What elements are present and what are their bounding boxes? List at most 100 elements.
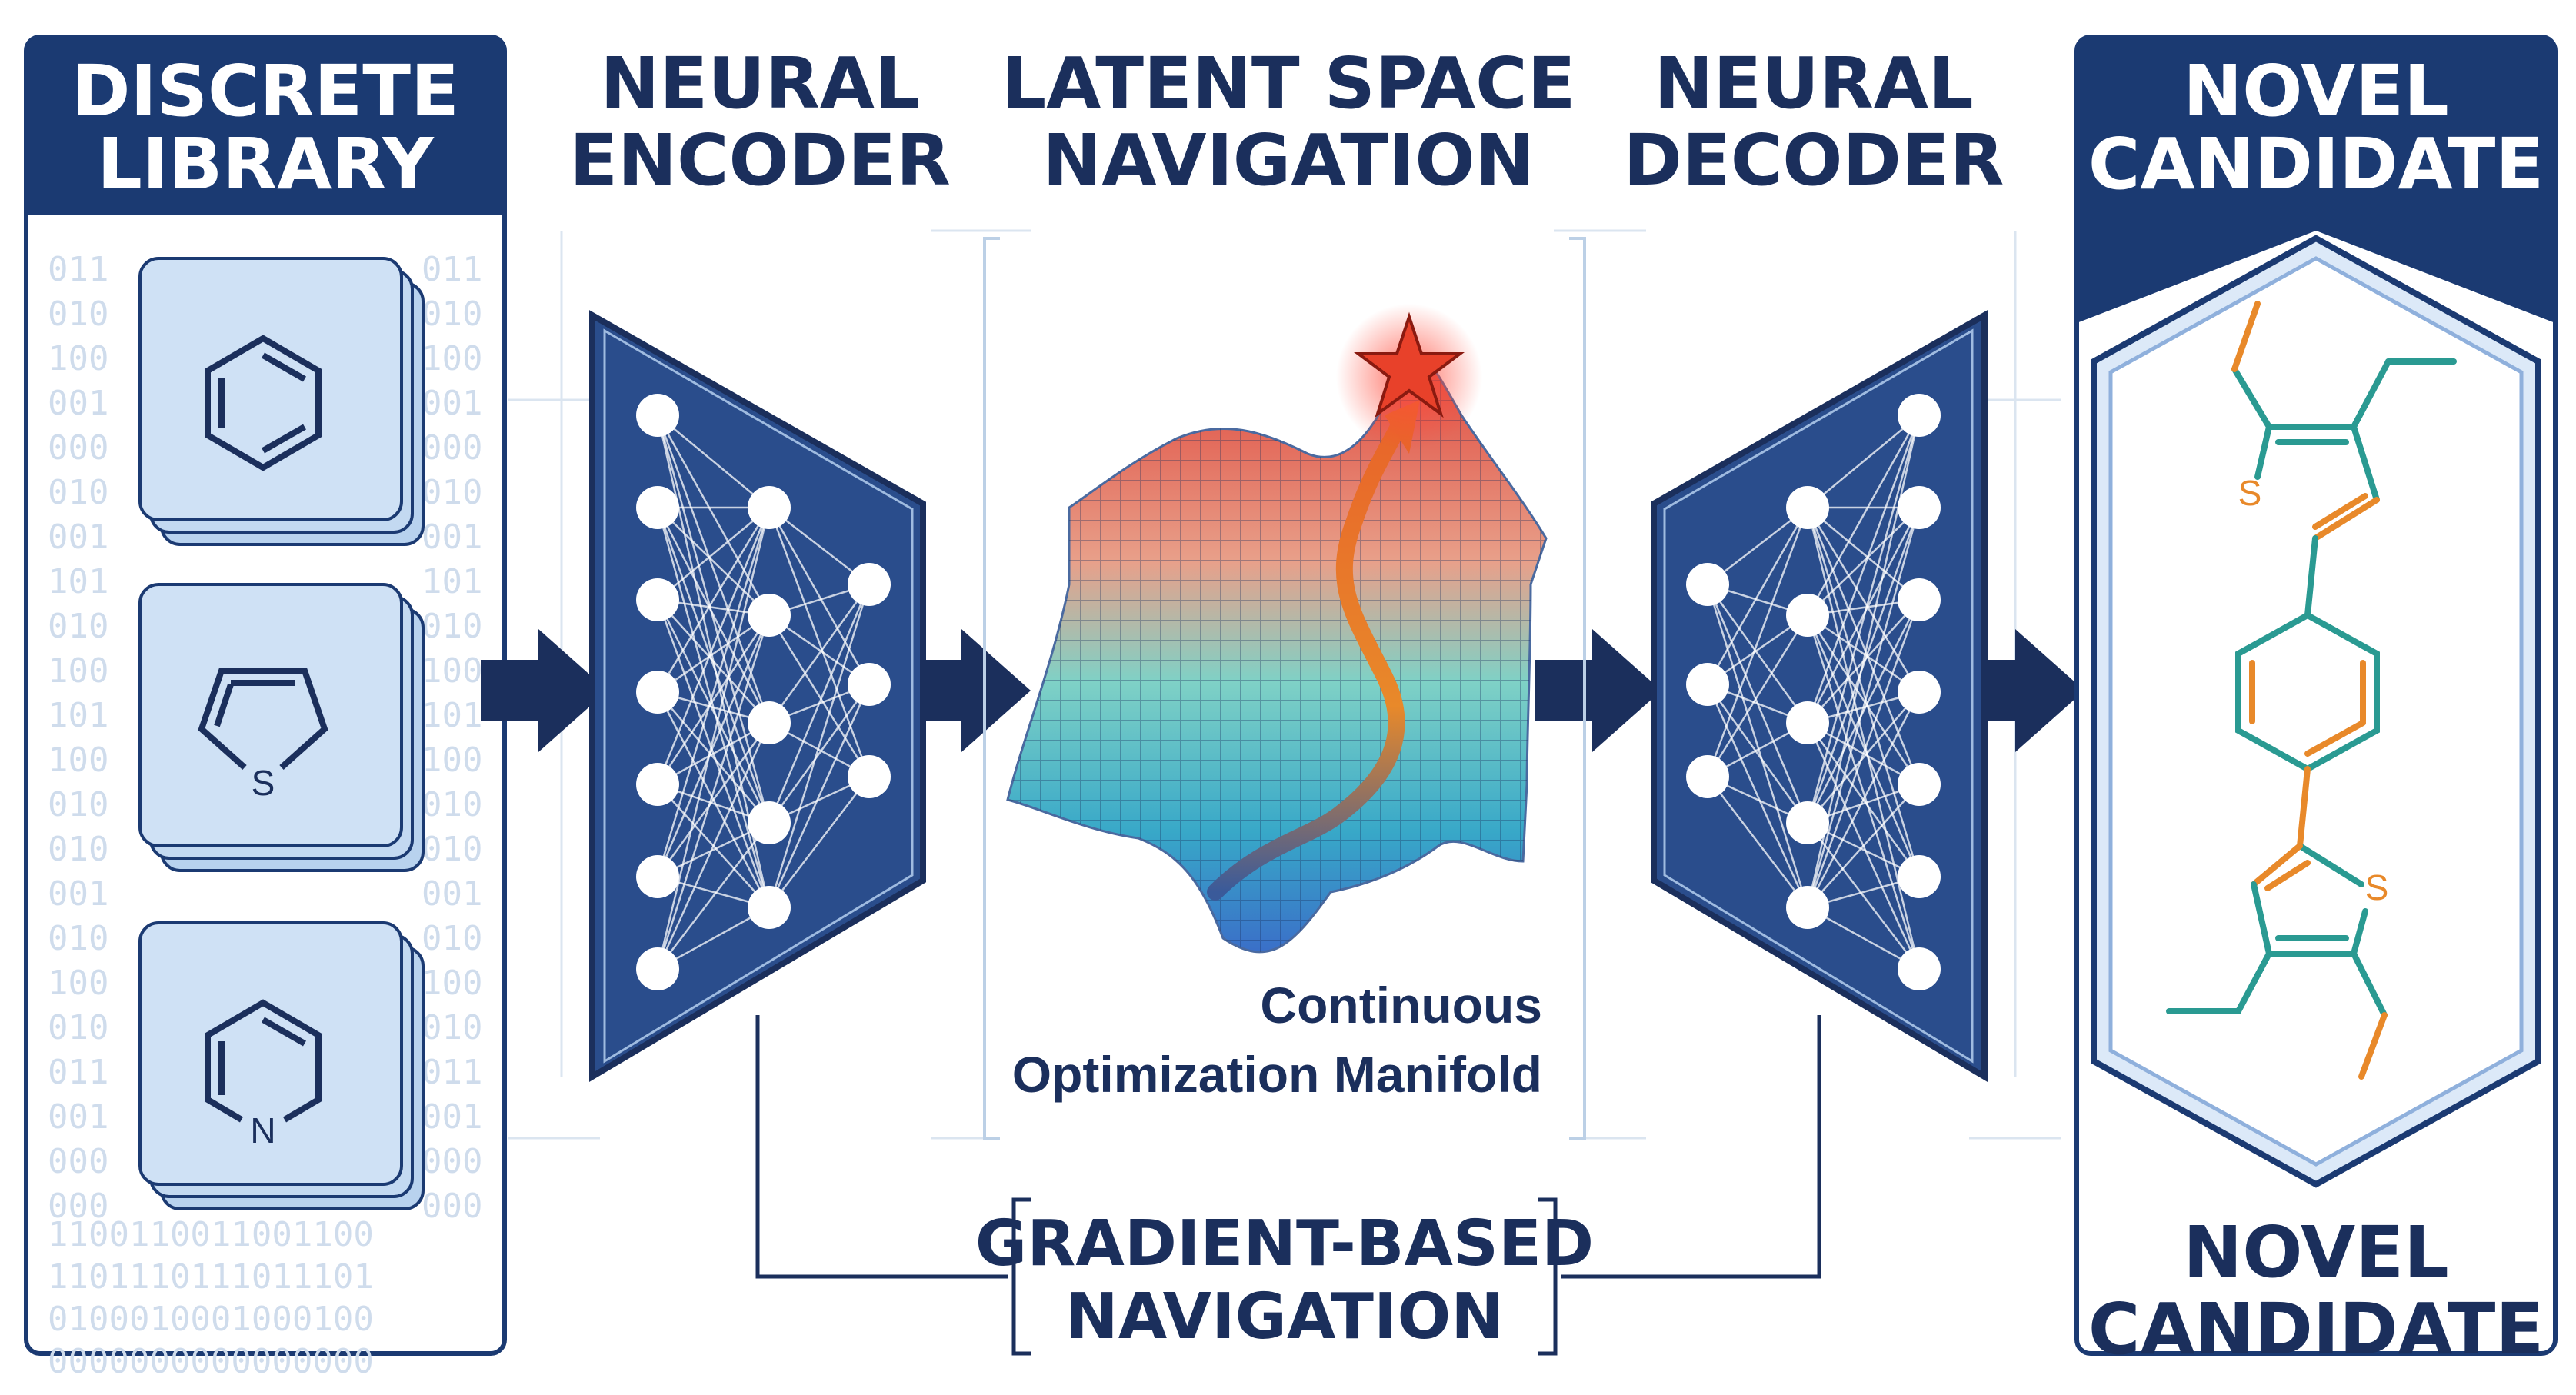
neuron-node (636, 578, 679, 621)
manifold-caption-line1: Continuous (1260, 977, 1542, 1034)
decoder-title-line1: NEURAL (1654, 42, 1973, 125)
pyridine-icon (205, 999, 322, 1123)
binary-digits-right: 010 (422, 785, 482, 824)
candidate-panel: NOVEL CANDIDATE (2074, 35, 2558, 1370)
neuron-node (1686, 563, 1729, 606)
candidate-header-bar (2077, 37, 2555, 323)
neuron-node (1686, 663, 1729, 706)
neuron-node (1898, 763, 1941, 806)
arrow-latent-to-decoder-icon (1535, 629, 1661, 752)
encoder-title-line2: ENCODER (569, 119, 951, 201)
binary-digits-right: 010 (422, 607, 482, 646)
binary-digits-right: 010 (422, 1008, 482, 1047)
neuron-node (1686, 755, 1729, 798)
neuron-node (1786, 594, 1829, 637)
neuron-node (748, 701, 791, 744)
binary-digits-left: 000 (48, 428, 108, 468)
binary-digits-left: 011 (48, 1053, 108, 1092)
latent-section: LATENT SPACE NAVIGATION Continuous Optim… (983, 42, 1586, 1140)
binary-digits-right: 100 (422, 651, 482, 691)
binary-digits-right: 011 (422, 250, 482, 289)
binary-digits-bottom: 0100010001000100 (48, 1300, 374, 1339)
binary-digits-left: 100 (48, 339, 108, 378)
binary-digits-left: 101 (48, 562, 108, 601)
neuron-node (636, 486, 679, 529)
manifold-caption-line2: Optimization Manifold (1012, 1046, 1542, 1103)
pyridine-nitrogen-label: N (250, 1110, 275, 1150)
neuron-node (848, 663, 891, 706)
candidate-molecule (2166, 301, 2457, 1080)
binary-digits-left: 000 (48, 1142, 108, 1181)
latent-title-line2: NAVIGATION (1042, 119, 1534, 201)
benzene-icon (205, 335, 322, 471)
binary-digits-right: 011 (422, 1053, 482, 1092)
neuron-node (748, 594, 791, 637)
binary-digits-bottom: 1100110011001100 (48, 1215, 374, 1254)
binary-digits-left: 001 (48, 518, 108, 557)
binary-digits-right: 010 (422, 473, 482, 512)
neuron-node (636, 671, 679, 714)
thiophene-sulfur-label: S (252, 763, 275, 803)
binary-digits-left: 010 (48, 473, 108, 512)
library-panel: DISCRETE LIBRARY 011 010 100 001 000 010 001 10… (24, 35, 507, 1381)
binary-digits-left: 001 (48, 874, 108, 914)
latent-title-line1: LATENT SPACE (1001, 42, 1576, 125)
binary-digits-left: 100 (48, 741, 108, 780)
neuron-node (1898, 671, 1941, 714)
binary-digits-right: 100 (422, 964, 482, 1003)
thiophene-icon (198, 668, 328, 770)
neuron-node (748, 801, 791, 844)
library-title-line1: DISCRETE (72, 50, 459, 132)
binary-digits-right: 001 (422, 1097, 482, 1137)
binary-digits-right: 001 (422, 518, 482, 557)
neuron-node (1786, 701, 1829, 744)
binary-digits-left: 010 (48, 1008, 108, 1047)
feedback-loop: GRADIENT-BASED NAVIGATION (755, 1015, 1821, 1356)
neuron-node (1786, 486, 1829, 529)
binary-digits-bottom: 0000000000000000 (48, 1342, 374, 1381)
library-title-line2: LIBRARY (97, 123, 435, 205)
candidate-title-line1: NOVEL (2183, 50, 2448, 132)
binary-digits-bottom: 1101110111011101 (48, 1257, 374, 1297)
neuron-node (1898, 394, 1941, 437)
candidate-footer-line2: CANDIDATE (2088, 1288, 2544, 1370)
binary-digits-right: 000 (422, 1142, 482, 1181)
neuron-node (848, 563, 891, 606)
binary-digits-left: 010 (48, 830, 108, 869)
binary-background-bottom: 1100110011001100110111011101110101000100… (48, 1215, 374, 1381)
binary-digits-left: 011 (48, 250, 108, 289)
encoder-network (636, 394, 891, 990)
binary-digits-left: 100 (48, 964, 108, 1003)
ascent-path (1207, 418, 1407, 901)
candidate-footer-line1: NOVEL (2183, 1211, 2448, 1293)
binary-digits-left: 010 (48, 295, 108, 334)
neuron-node (748, 886, 791, 929)
binary-digits-left: 010 (48, 785, 108, 824)
candidate-title-line2: CANDIDATE (2088, 123, 2544, 205)
neuron-node (748, 486, 791, 529)
library-header-bar (26, 37, 505, 215)
binary-background-right: 0110101000010000100011010101001011000100… (422, 250, 482, 1226)
neuron-node (1898, 578, 1941, 621)
decoder-network (1686, 394, 1941, 990)
feedback-label-line1: GRADIENT-BASED (975, 1207, 1594, 1280)
neuron-node (1898, 947, 1941, 990)
binary-digits-right: 100 (422, 741, 482, 780)
binary-digits-left: 001 (48, 1097, 108, 1137)
optimum-star-icon (1354, 311, 1465, 418)
candidate-sulfur-bottom: S (2365, 867, 2389, 907)
neuron-node (636, 947, 679, 990)
latent-frame (983, 237, 1586, 1140)
binary-digits-right: 101 (422, 562, 482, 601)
binary-digits-right: 010 (422, 295, 482, 334)
flow-arrows (481, 629, 2084, 752)
neuron-node (1898, 855, 1941, 898)
candidate-sulfur-top: S (2238, 473, 2262, 513)
neuron-node (636, 855, 679, 898)
binary-digits-left: 010 (48, 607, 108, 646)
decoder-section: NEURAL DECODER (1624, 42, 2004, 1083)
binary-digits-right: 001 (422, 384, 482, 423)
neuron-node (636, 394, 679, 437)
binary-digits-left: 100 (48, 651, 108, 691)
binary-background-left: 0110101000010000100011010101001011000100… (48, 250, 108, 1226)
